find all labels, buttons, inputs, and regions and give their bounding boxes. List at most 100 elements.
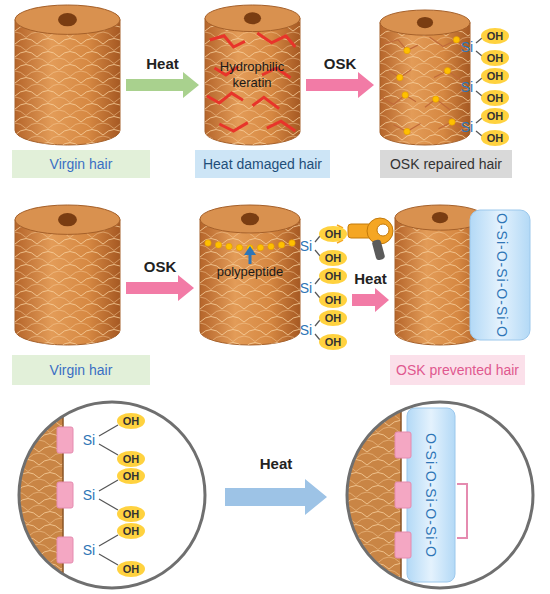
polypeptide-anchor [395,482,411,508]
crosslink-bracket [457,484,467,538]
hair-fiber: polypeptide [200,205,300,345]
node-outline [380,10,470,145]
siloxane-chain: O-Si-O-Si-O-Si-O [408,420,454,570]
hair-top [15,5,120,34]
bond-line [99,535,118,546]
silicon-atom: Si [77,486,101,504]
hydroxyl-group: OH [117,451,145,467]
silicon-atom: Si [455,78,479,96]
bond-line [99,554,118,565]
polypeptide-dot [404,47,410,53]
hydroxyl-group: OH [319,310,347,326]
hydroxyl-group: OH [481,108,509,124]
medulla-hole [244,12,261,24]
inner-label: polypeptide [200,263,300,281]
hair-shaft [395,218,485,345]
block-arrow [126,72,199,98]
hair-top [205,5,300,32]
node-outline [15,205,120,345]
polypeptide-dot [236,244,242,250]
hydroxyl-group: OH [319,226,347,242]
magnified-circle: OHSiOHOHSiOHOHSiOH [17,400,207,590]
hair-fiber: OSK repaired hair [380,10,470,145]
silicon-atom: Si [77,541,101,559]
medulla-hole [58,213,77,226]
caption-box: OSK repaired hair [380,150,512,178]
polypeptide-anchor [395,432,411,458]
cuticle-crack [207,93,243,103]
hair-fiber: Hydrophilic keratinHeat damaged hair [205,5,300,145]
hydroxyl-group: OH [481,90,509,106]
bond-line [99,425,118,436]
dryer-vent [377,224,389,236]
circle-outline [19,402,205,588]
block-arrow [126,275,194,301]
background [17,400,207,590]
cuticle-crack [382,95,416,105]
arrow-label: Heat [331,270,411,290]
bond-line [99,480,118,491]
hair-shaft [15,220,120,345]
cuticle-scales [205,18,300,145]
circle-outline [347,402,533,588]
polypeptide-dot [205,240,211,246]
hair-shaft [380,23,470,145]
polypeptide-anchor [57,537,73,563]
hydroxyl-group: OH [117,468,145,484]
medulla-hole [417,17,433,28]
cuticle-crack [430,37,466,51]
silicon-atom: Si [294,279,318,297]
hair-fiber: Virgin hair [15,205,120,345]
polypeptide-dot [226,243,232,249]
medulla-hole [241,213,259,226]
hydroxyl-group: OH [481,28,509,44]
hair-surface [17,400,63,590]
polypeptide-anchor [57,427,73,453]
polypeptide-dot [444,68,450,74]
node-outline [15,5,120,145]
hair-surface-scales [17,400,63,590]
block-arrow [225,479,327,515]
polypeptide-dot [404,128,410,134]
silicon-atom: Si [455,118,479,136]
polypeptide-dot [397,74,403,80]
caption-box: Heat damaged hair [195,150,330,178]
polypeptide-dot [453,37,459,43]
block-arrow [352,288,389,312]
hydroxyl-group: OH [319,250,347,266]
cuticle-scales [380,23,470,145]
silica-coating-band [470,210,530,340]
silicon-atom: Si [294,321,318,339]
hydroxyl-group: OH [117,561,145,577]
polypeptide-dot [402,92,408,98]
silicon-atom: Si [77,431,101,449]
hydroxyl-group: OH [117,413,145,429]
polypeptide-anchor [395,532,411,558]
hair-top [15,205,120,234]
hydroxyl-group: OH [481,68,509,84]
hair-top [380,10,470,35]
bond-line [99,499,118,510]
inner-label: Hydrophilic keratin [212,57,292,93]
caption-box: Virgin hair [12,150,150,178]
dryer-body [367,218,393,244]
silicon-atom: Si [455,38,479,56]
polypeptide-dot [278,242,284,248]
pointer-shaft [249,254,252,264]
hydroxyl-group: OH [117,523,145,539]
polypeptide-dot [433,96,439,102]
cuticle-crack [267,121,296,131]
silica-coating-band [407,408,455,582]
arrow-label: OSK [120,258,200,278]
arrow-label: Heat [236,455,316,475]
hydroxyl-group: OH [117,506,145,522]
silicon-atom: Si [294,237,318,255]
hydroxyl-group: OH [319,292,347,308]
polypeptide-dot [289,240,295,246]
bond-line [99,444,118,455]
block-arrow [306,72,374,98]
arrow-label: Heat [123,55,203,75]
cuticle-crack [219,123,248,131]
hair-shaft [205,18,300,145]
